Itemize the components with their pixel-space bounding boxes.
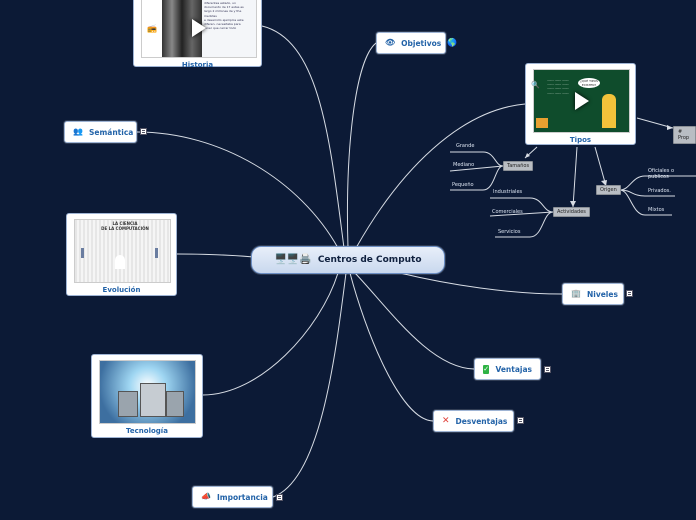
node-propiedades[interactable]: # Prop bbox=[673, 126, 696, 144]
leaf-grande[interactable]: Grande bbox=[456, 143, 475, 149]
x-mark-icon: ✕ bbox=[442, 416, 450, 426]
tecnologia-image bbox=[99, 360, 196, 424]
globe-link-icon[interactable]: 🌎 bbox=[447, 38, 457, 47]
node-importancia[interactable]: 📣 Importancia bbox=[192, 486, 273, 508]
node-objetivos[interactable]: 👁 Objetivos bbox=[376, 32, 446, 54]
leaf-industriales[interactable]: Industriales bbox=[493, 189, 523, 195]
computers-icon: 🖥️🖥️🖨️ bbox=[274, 254, 312, 265]
historia-label: Historia bbox=[181, 61, 214, 69]
link-niveles bbox=[399, 272, 563, 295]
historia-video-thumbnail[interactable]: 📻 diferentes estado, un documento de 17 … bbox=[141, 0, 257, 58]
link-ventajas bbox=[354, 272, 475, 370]
evolucion-label: Evolución bbox=[102, 286, 141, 294]
node-desventajas[interactable]: ✕ Desventajas bbox=[433, 410, 514, 432]
leaf-comerciales[interactable]: Comerciales bbox=[492, 209, 523, 215]
link-historia bbox=[261, 25, 345, 249]
importancia-label: Importancia bbox=[216, 492, 268, 502]
note-icon[interactable] bbox=[544, 366, 551, 373]
people-icon: 👥 bbox=[73, 127, 83, 136]
link-importancia bbox=[272, 272, 347, 498]
note-icon[interactable] bbox=[626, 290, 633, 297]
play-icon[interactable] bbox=[574, 92, 589, 110]
megaphone-icon: 📣 bbox=[201, 492, 211, 501]
eye-icon: 👁 bbox=[385, 38, 396, 47]
teacher-figure bbox=[602, 94, 616, 128]
building-icon: 🏢 bbox=[571, 289, 581, 298]
evolucion-image: LA CIENCIA DE LA COMPUTACIÓN bbox=[74, 219, 171, 283]
link-evolucion bbox=[176, 253, 255, 258]
branch-origen[interactable]: Origen bbox=[596, 185, 621, 195]
node-semantica[interactable]: 👥 Semántica bbox=[64, 121, 137, 143]
objetivos-label: Objetivos bbox=[401, 38, 442, 48]
node-tipos[interactable]: ------ ------ ------------ ------ ------… bbox=[525, 63, 636, 145]
ventajas-label: Ventajas bbox=[495, 364, 532, 374]
node-niveles[interactable]: 🏢 Niveles bbox=[562, 283, 624, 305]
branch-tamanos[interactable]: Tamaños bbox=[503, 161, 534, 171]
branch-actividades[interactable]: Actividades bbox=[553, 207, 590, 217]
link-semantica bbox=[136, 131, 339, 249]
note-icon[interactable] bbox=[517, 417, 524, 424]
leaf-privados[interactable]: Privados. bbox=[648, 188, 671, 194]
leaf-servicios[interactable]: Servicios bbox=[498, 229, 521, 235]
central-topic[interactable]: 🖥️🖥️🖨️ Centros de Computo bbox=[251, 246, 445, 274]
node-tecnologia[interactable]: Tecnología bbox=[91, 354, 203, 438]
person-figure bbox=[115, 255, 125, 269]
desventajas-label: Desventajas bbox=[455, 416, 508, 426]
play-icon[interactable] bbox=[192, 19, 206, 37]
node-evolucion[interactable]: LA CIENCIA DE LA COMPUTACIÓN Evolución bbox=[66, 213, 177, 296]
link-tecnologia bbox=[202, 272, 339, 396]
link-tipos bbox=[355, 103, 526, 249]
radio-icon: 📻 bbox=[147, 23, 157, 33]
speech-bubble: ¿QUÉ TIPOS EXISTEN? bbox=[578, 78, 600, 88]
magnifier-icon[interactable]: 🔍 bbox=[531, 81, 540, 89]
historia-text-snippet: diferentes estado, un documento de 17 es… bbox=[204, 1, 244, 31]
checkmark-icon: ✓ bbox=[483, 364, 490, 374]
tipos-video-thumbnail[interactable]: ------ ------ ------------ ------ ------… bbox=[533, 69, 630, 133]
niveles-label: Niveles bbox=[586, 289, 618, 299]
semantica-label: Semántica bbox=[88, 127, 134, 137]
central-topic-label: Centros de Computo bbox=[317, 255, 422, 265]
link-objetivos bbox=[346, 42, 377, 249]
leaf-mediano[interactable]: Mediano bbox=[453, 162, 475, 168]
leaf-oficiales[interactable]: Oficiales o publicos bbox=[648, 168, 675, 180]
note-icon[interactable] bbox=[276, 494, 283, 501]
tipos-label: Tipos bbox=[569, 136, 592, 144]
tecnologia-label: Tecnología bbox=[126, 427, 168, 435]
node-ventajas[interactable]: ✓ Ventajas bbox=[474, 358, 541, 380]
link-desventajas bbox=[349, 272, 434, 422]
note-icon[interactable] bbox=[140, 128, 147, 135]
node-historia[interactable]: 📻 diferentes estado, un documento de 17 … bbox=[133, 0, 262, 69]
leaf-pequeno[interactable]: Pequeño bbox=[452, 182, 474, 188]
leaf-mixtos[interactable]: Mixtos bbox=[648, 207, 665, 213]
